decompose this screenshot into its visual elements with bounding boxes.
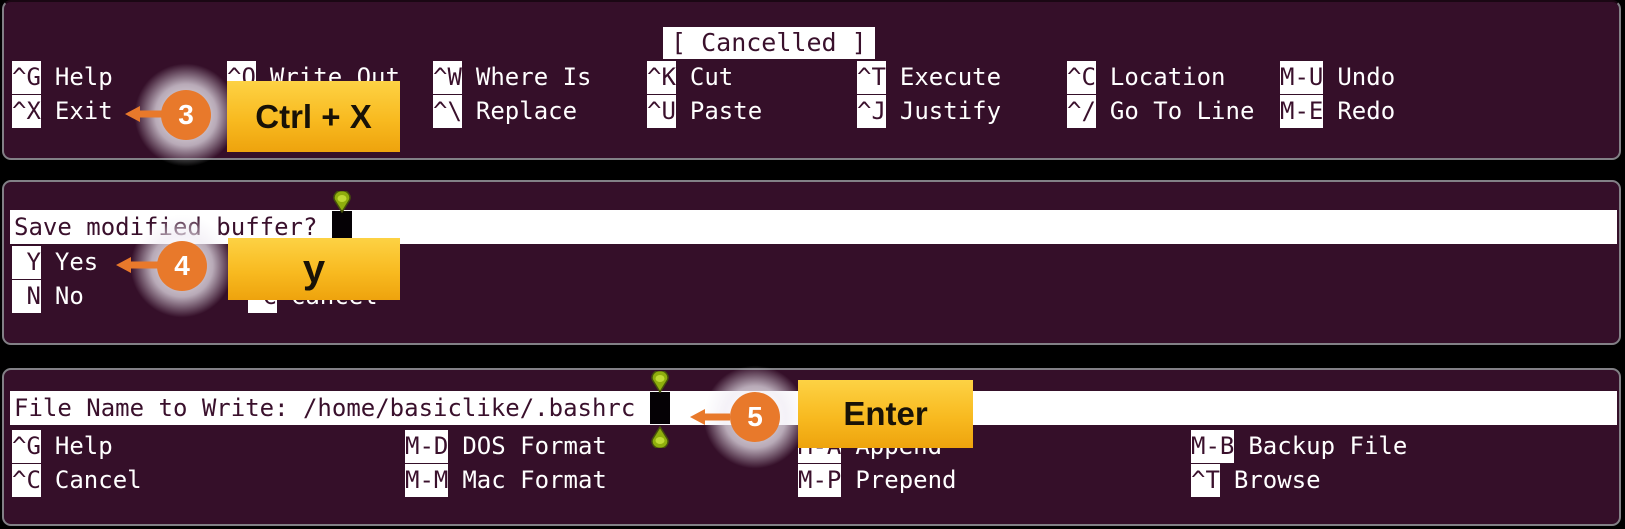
key-badge: M-M: [405, 464, 449, 497]
option-label: Yes: [54, 248, 99, 276]
shortcut-backup-file: M-B Backup File: [1191, 430, 1407, 463]
callout-ctrl-x: Ctrl + X: [227, 81, 400, 152]
arrow-left-icon: [125, 106, 165, 122]
key-badge: ^\: [433, 95, 462, 128]
shortcut-exit: ^X Exit: [12, 95, 113, 128]
shortcut-label: DOS Format: [462, 432, 607, 460]
shortcut-label: Help: [54, 432, 113, 460]
shortcut-label: Browse: [1233, 466, 1321, 494]
key-badge: N: [12, 280, 41, 313]
shortcut-where-is: ^W Where Is: [433, 61, 592, 94]
shortcut-label: Where Is: [475, 63, 592, 91]
key-badge: M-U: [1280, 61, 1324, 94]
shortcut-help: ^G Help: [12, 61, 113, 94]
key-badge: ^T: [1191, 464, 1220, 497]
shortcut-undo: M-U Undo: [1280, 61, 1395, 94]
step-marker-5: 5: [730, 392, 780, 442]
key-badge: ^G: [12, 61, 41, 94]
shortcut-cut: ^K Cut: [647, 61, 733, 94]
shortcut-label: Backup File: [1248, 432, 1408, 460]
option-no: N No: [12, 280, 84, 313]
arrow-left-icon: [116, 257, 158, 273]
shortcut-label: Help: [54, 63, 113, 91]
cursor-pin-icon: [333, 191, 351, 213]
shortcut-label: Exit: [54, 97, 113, 125]
key-badge: ^U: [647, 95, 676, 128]
shortcut-label: Undo: [1337, 63, 1396, 91]
shortcut-location: ^C Location: [1067, 61, 1226, 94]
shortcut-cancel: ^C Cancel: [12, 464, 142, 497]
key-badge: ^X: [12, 95, 41, 128]
shortcut-execute: ^T Execute: [857, 61, 1001, 94]
shortcut-label: Prepend: [855, 466, 957, 494]
option-label: No: [54, 282, 84, 310]
shortcut-prepend: M-P Prepend: [798, 464, 957, 497]
shortcut-go-to-line: ^/ Go To Line: [1067, 95, 1254, 128]
key-badge: ^T: [857, 61, 886, 94]
option-yes: Y Yes: [12, 246, 98, 279]
callout-y: y: [228, 238, 400, 300]
shortcut-help: ^G Help: [12, 430, 113, 463]
key-badge: M-B: [1191, 430, 1235, 463]
shortcut-mac-format: M-M Mac Format: [405, 464, 607, 497]
step-marker-3: 3: [161, 90, 211, 140]
shortcut-label: Location: [1109, 63, 1226, 91]
shortcut-label: Cancel: [54, 466, 142, 494]
key-badge: M-D: [405, 430, 449, 463]
arrow-left-icon: [690, 409, 730, 425]
status-bar: [ Cancelled ]: [663, 27, 875, 59]
shortcut-replace: ^\ Replace: [433, 95, 577, 128]
shortcut-label: Go To Line: [1109, 97, 1255, 125]
key-badge: Y: [12, 246, 41, 279]
key-badge: M-E: [1280, 95, 1324, 128]
shortcut-paste: ^U Paste: [647, 95, 762, 128]
key-badge: ^C: [12, 464, 41, 497]
text-cursor: [332, 211, 352, 243]
shortcut-redo: M-E Redo: [1280, 95, 1395, 128]
key-badge: ^W: [433, 61, 462, 94]
callout-enter: Enter: [798, 380, 973, 448]
shortcut-label: Mac Format: [462, 466, 607, 494]
shortcut-browse: ^T Browse: [1191, 464, 1321, 497]
key-badge: ^/: [1067, 95, 1096, 128]
cursor-pin-icon: [651, 426, 669, 448]
cursor-pin-icon: [651, 371, 669, 393]
key-badge: ^C: [1067, 61, 1096, 94]
shortcut-label: Execute: [899, 63, 1002, 91]
shortcut-justify: ^J Justify: [857, 95, 1001, 128]
key-badge: ^G: [12, 430, 41, 463]
key-badge: ^J: [857, 95, 886, 128]
shortcut-label: Paste: [689, 97, 763, 125]
shortcut-label: Replace: [475, 97, 578, 125]
shortcut-label: Cut: [689, 63, 734, 91]
key-badge: M-P: [798, 464, 842, 497]
step-marker-4: 4: [157, 241, 207, 291]
shortcut-label: Justify: [899, 97, 1002, 125]
key-badge: ^K: [647, 61, 676, 94]
shortcut-dos-format: M-D DOS Format: [405, 430, 607, 463]
shortcut-label: Redo: [1337, 97, 1396, 125]
text-cursor: [650, 392, 670, 424]
